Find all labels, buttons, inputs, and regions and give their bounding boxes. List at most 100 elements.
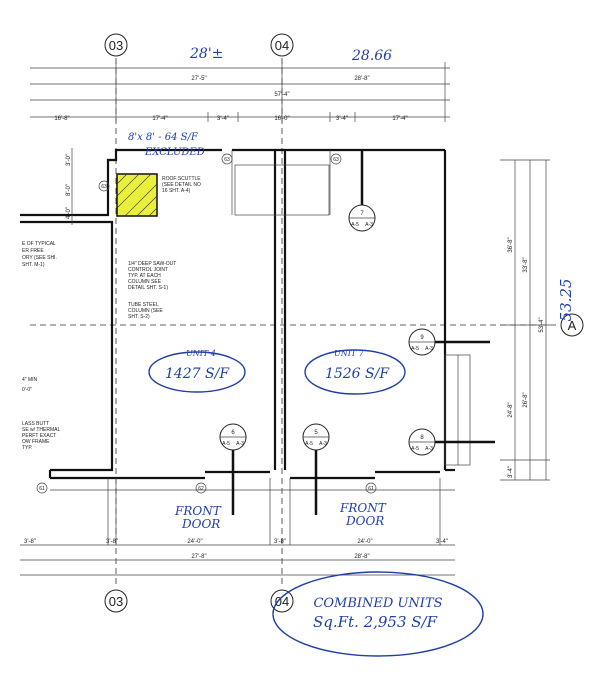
svg-text:SE w/ THERMAL: SE w/ THERMAL — [22, 427, 60, 433]
svg-text:27'-8": 27'-8" — [191, 554, 206, 560]
section-marker-5: 5 A-5 A-3 — [302, 423, 330, 515]
svg-text:DOOR: DOOR — [181, 517, 220, 531]
combined-units-note: COMBINED UNITS Sq.Ft. 2,953 S/F — [272, 571, 484, 657]
svg-text:1427 S/F: 1427 S/F — [165, 366, 230, 382]
svg-text:COLUMN SEE: COLUMN SEE — [128, 279, 162, 285]
svg-text:24'-0": 24'-0" — [187, 539, 202, 545]
svg-text:63: 63 — [101, 184, 107, 190]
svg-text:63: 63 — [333, 157, 339, 163]
svg-text:3'-4": 3'-4" — [436, 539, 448, 545]
svg-text:61: 61 — [368, 486, 374, 492]
excluded-area-highlight — [116, 173, 158, 217]
svg-text:UNIT 4: UNIT 4 — [186, 349, 216, 358]
svg-text:ORY (SEE SHI.: ORY (SEE SHI. — [22, 255, 57, 261]
right-dimensions: 36'-8" 33'-8" 53'-4" 24'-8" 26'-8" 3'-4" — [500, 159, 550, 481]
svg-text:E OF TYPICAL: E OF TYPICAL — [22, 241, 56, 247]
svg-text:24'-0": 24'-0" — [357, 539, 372, 545]
svg-text:1526 S/F: 1526 S/F — [325, 366, 390, 382]
svg-text:7: 7 — [360, 211, 364, 217]
front-door-right: FRONT DOOR — [339, 501, 387, 528]
top-dimensions: 27'-5" 28'-8" 57'-4" 16'-8" 17'-4" 3'-4"… — [30, 62, 450, 122]
svg-text:Sq.Ft. 2,953 S/F: Sq.Ft. 2,953 S/F — [313, 613, 438, 631]
excluded-note-line2: EXCLUDED — [144, 147, 205, 158]
storefront-bumpout — [444, 354, 471, 466]
svg-text:24'-8": 24'-8" — [508, 402, 514, 417]
svg-text:SHT. M-1): SHT. M-1) — [22, 262, 45, 268]
left-typical-note: E OF TYPICAL ER FREE ORY (SEE SHI. SHT. … — [22, 241, 57, 268]
svg-text:A-5: A-5 — [351, 222, 359, 228]
tag-63-right: 63 — [330, 153, 342, 165]
svg-text:A-3: A-3 — [425, 346, 433, 352]
svg-text:5: 5 — [314, 430, 318, 436]
svg-text:A-3: A-3 — [365, 222, 373, 228]
svg-text:16'-8": 16'-8" — [54, 116, 69, 122]
svg-text:FRONT: FRONT — [339, 501, 387, 515]
svg-text:3'-0": 3'-0" — [66, 154, 72, 166]
section-marker-8: 8 A-5 A-3 — [408, 428, 495, 456]
handwritten-dim-vertical: 53.25 — [557, 279, 575, 322]
svg-text:ROOF SCUTTLE: ROOF SCUTTLE — [162, 176, 201, 182]
front-door-left: FRONT DOOR — [174, 504, 222, 531]
svg-text:LASS BUTT: LASS BUTT — [22, 421, 49, 427]
svg-text:3'-4": 3'-4" — [336, 116, 348, 122]
svg-text:OW FRAME: OW FRAME — [22, 439, 50, 445]
svg-text:A-3: A-3 — [425, 446, 433, 452]
svg-text:TUBE STEEL: TUBE STEEL — [128, 302, 159, 308]
svg-text:28'-8": 28'-8" — [354, 554, 369, 560]
svg-text:TYP.: TYP. — [22, 445, 32, 451]
building-walls — [20, 148, 455, 545]
section-marker-7: 7 A-5 A-3 — [348, 150, 376, 232]
grid-bubble-03-top: 03 — [104, 33, 128, 57]
svg-text:A-5: A-5 — [305, 441, 313, 447]
svg-text:DETAIL SHT. S-1): DETAIL SHT. S-1) — [128, 285, 168, 291]
tag-63-mid: 63 — [221, 153, 233, 165]
svg-text:1/4" DEEP SAW-OUT: 1/4" DEEP SAW-OUT — [128, 261, 176, 267]
control-joint-note: 1/4" DEEP SAW-OUT CONTROL JOINT TYP. AT … — [128, 261, 176, 291]
svg-text:36'-8": 36'-8" — [508, 237, 514, 252]
svg-text:03: 03 — [109, 594, 123, 609]
grid-bubble-04-top: 04 — [270, 33, 294, 57]
svg-text:62: 62 — [198, 486, 204, 492]
svg-text:SHT. S-2): SHT. S-2) — [128, 314, 150, 320]
svg-text:A-3: A-3 — [236, 441, 244, 447]
svg-text:COMBINED UNITS: COMBINED UNITS — [313, 596, 442, 611]
unit-4-label: UNIT 4 1427 S/F — [148, 349, 246, 393]
svg-text:8: 8 — [420, 435, 424, 441]
handwritten-dim-right: 28.66 — [351, 48, 392, 64]
unit-7-label: UNIT 7 1526 S/F — [304, 349, 406, 395]
svg-text:FRONT: FRONT — [174, 504, 222, 518]
tag-61-left: 61 — [36, 482, 48, 494]
svg-text:6: 6 — [231, 430, 235, 436]
svg-text:DOOR: DOOR — [345, 514, 384, 528]
svg-text:4" MIN: 4" MIN — [22, 377, 37, 383]
svg-text:16 SHT. A-4): 16 SHT. A-4) — [162, 188, 191, 194]
left-glass-note: LASS BUTT SE w/ THERMAL PERFT EXACT OW F… — [22, 421, 60, 451]
bottom-dimensions: 3'-8" 3'-8" 24'-0" 3'-8" 24'-0" 3'-4" 27… — [20, 539, 455, 576]
svg-text:53'-4": 53'-4" — [539, 317, 545, 332]
svg-text:ER FREE: ER FREE — [22, 248, 44, 254]
tag-61-right: 61 — [365, 482, 377, 494]
svg-text:9: 9 — [420, 335, 424, 341]
section-marker-9: 9 A-5 A-3 — [408, 328, 490, 356]
grid-bubble-a: A — [560, 313, 584, 337]
svg-text:A-5: A-5 — [411, 446, 419, 452]
svg-text:57'-4": 57'-4" — [274, 92, 289, 98]
svg-text:16'-0": 16'-0" — [274, 116, 289, 122]
svg-text:3'-8": 3'-8" — [24, 539, 36, 545]
svg-text:CONTROL JOINT: CONTROL JOINT — [128, 267, 168, 273]
svg-text:33'-8": 33'-8" — [523, 257, 529, 272]
svg-text:04: 04 — [275, 38, 289, 53]
svg-text:4'-0": 4'-0" — [66, 207, 72, 219]
svg-text:A: A — [568, 318, 577, 333]
svg-text:0'-0": 0'-0" — [22, 387, 32, 393]
svg-text:PERFT EXACT: PERFT EXACT — [22, 433, 56, 439]
svg-text:3'-4": 3'-4" — [508, 466, 514, 478]
svg-text:63: 63 — [224, 157, 230, 163]
svg-text:3'-4": 3'-4" — [217, 116, 229, 122]
roof-scuttle-note: ROOF SCUTTLE (SEE DETAIL NO 16 SHT. A-4) — [162, 176, 201, 194]
svg-text:03: 03 — [109, 38, 123, 53]
left-min-note: 4" MIN 0'-0" — [22, 377, 37, 393]
grid-bubble-03-bottom: 03 — [104, 589, 128, 613]
svg-text:3'-8": 3'-8" — [106, 539, 118, 545]
svg-text:TYP. AT EACH: TYP. AT EACH — [128, 273, 161, 279]
